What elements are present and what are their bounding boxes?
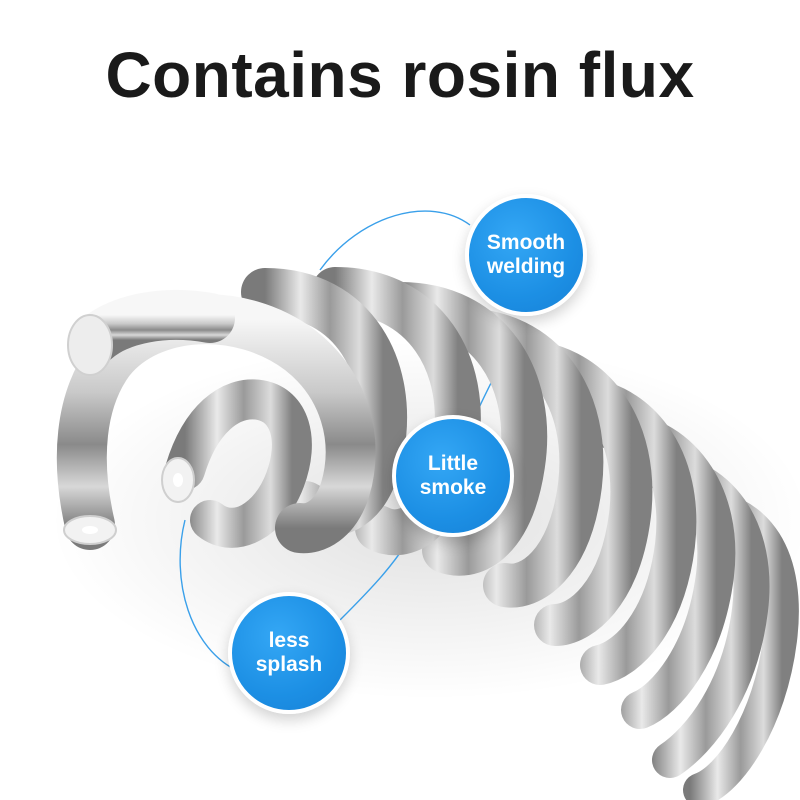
flux-core-inner — [173, 473, 183, 487]
feature-label: Little smoke — [419, 452, 487, 499]
feature-label: Smooth welding — [486, 231, 566, 278]
coil-loops — [56, 267, 799, 800]
feature-badge-little-smoke: Little smoke — [392, 415, 514, 537]
coil-front-top — [70, 289, 235, 365]
feature-badge-less-splash: less splash — [228, 592, 350, 714]
connector-line-less-splash-lower — [179, 519, 241, 673]
flux-core-front — [82, 526, 98, 534]
connector-line-smooth-welding — [319, 210, 471, 271]
coil-front-loop — [56, 294, 376, 554]
coil-inner-loop — [165, 379, 312, 548]
feature-badge-smooth-welding: Smooth welding — [465, 194, 587, 316]
cut-end-top — [67, 314, 113, 376]
feature-label: less splash — [255, 629, 323, 676]
page-title: Contains rosin flux — [105, 39, 695, 111]
coil-loop-3 — [377, 282, 548, 576]
cut-ends — [63, 314, 195, 545]
